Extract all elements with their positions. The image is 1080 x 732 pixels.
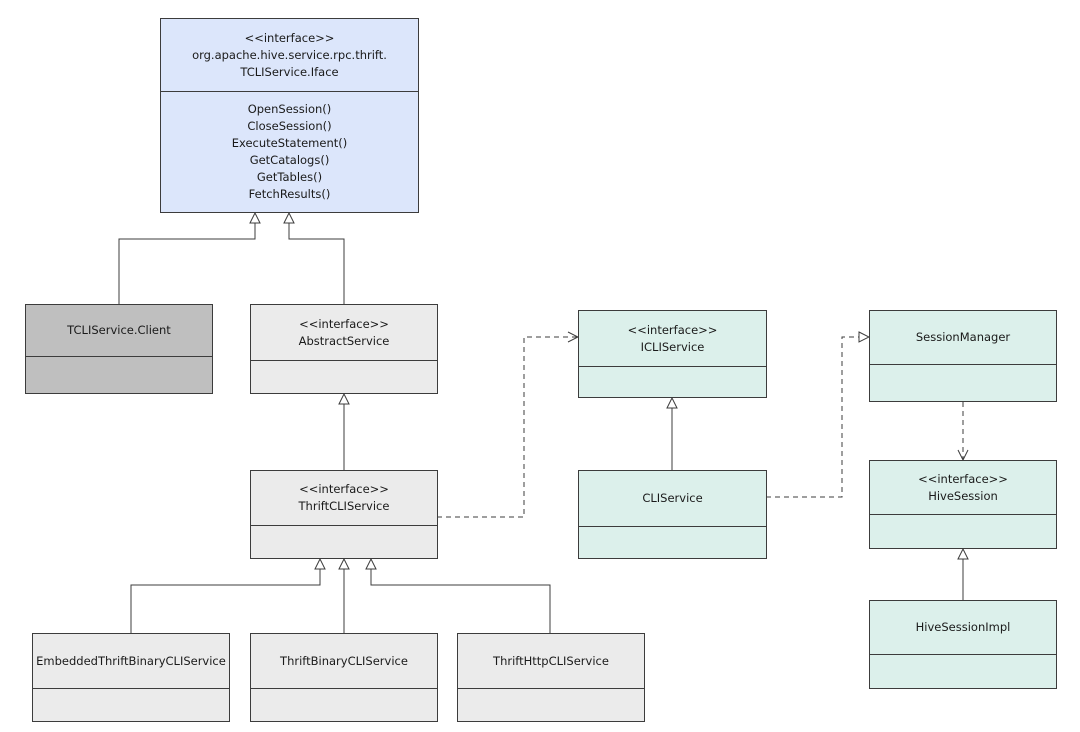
class-hive-session: <<interface>> HiveSession — [869, 460, 1057, 549]
edge-http-to-thrift — [371, 559, 551, 633]
class-body — [33, 689, 229, 721]
class-name-line2: TCLIService.Iface — [240, 64, 339, 79]
class-tcliservice-client: TCLIService.Client — [25, 304, 213, 394]
class-body — [870, 365, 1056, 401]
class-thrift-binary-cli-service: ThriftBinaryCLIService — [250, 633, 438, 722]
class-thrift-cli-service: <<interface>> ThriftCLIService — [250, 470, 438, 559]
class-header: <<interface>> HiveSession — [870, 461, 1056, 515]
class-methods: OpenSession() CloseSession() ExecuteStat… — [161, 92, 418, 212]
stereotype-label: <<interface>> — [244, 30, 335, 45]
class-name: SessionManager — [915, 330, 1011, 344]
edge-embedded-to-thrift — [130, 559, 320, 633]
class-header: <<interface>> ThriftCLIService — [251, 471, 437, 526]
class-body — [251, 361, 437, 393]
class-body — [870, 515, 1056, 548]
edge-cli-depends-session-manager — [766, 337, 869, 498]
class-body — [251, 526, 437, 558]
class-session-manager: SessionManager — [869, 310, 1057, 402]
class-body — [251, 689, 437, 721]
class-name: EmbeddedThriftBinaryCLIService — [36, 653, 226, 668]
method-item: OpenSession() — [247, 102, 332, 116]
class-body — [870, 655, 1056, 688]
class-body — [579, 367, 766, 397]
class-header: <<interface>> org.apache.hive.service.rp… — [161, 19, 418, 92]
class-name-line1: org.apache.hive.service.rpc.thrift. — [192, 47, 387, 62]
class-name: ThriftHttpCLIService — [493, 653, 609, 668]
method-item: CloseSession() — [247, 119, 332, 133]
class-header: ThriftBinaryCLIService — [251, 634, 437, 689]
edge-thrift-depends-icli — [437, 337, 578, 518]
class-name: ThriftCLIService — [298, 499, 390, 513]
class-name: TCLIService.Client — [67, 323, 171, 337]
class-name: HiveSession — [928, 488, 998, 503]
class-header: EmbeddedThriftBinaryCLIService — [33, 634, 229, 689]
class-name: AbstractService — [298, 333, 390, 348]
class-body — [26, 357, 212, 393]
class-cli-service: CLIService — [578, 470, 767, 559]
method-item: GetCatalogs() — [249, 153, 330, 167]
method-item: ExecuteStatement() — [231, 136, 348, 150]
class-name: ICLIService — [640, 339, 705, 354]
class-header: SessionManager — [870, 311, 1056, 365]
class-abstract-service: <<interface>> AbstractService — [250, 304, 438, 394]
class-header: <<interface>> AbstractService — [251, 305, 437, 361]
class-header: HiveSessionImpl — [870, 601, 1056, 655]
class-body — [579, 527, 766, 558]
class-icli-service: <<interface>> ICLIService — [578, 310, 767, 398]
class-embedded-thrift-binary-cli-service: EmbeddedThriftBinaryCLIService — [32, 633, 230, 722]
class-header: TCLIService.Client — [26, 305, 212, 357]
method-item: GetTables() — [256, 170, 323, 184]
class-name: HiveSessionImpl — [915, 620, 1011, 634]
class-header: ThriftHttpCLIService — [458, 634, 644, 689]
class-header: CLIService — [579, 471, 766, 527]
class-body — [458, 689, 644, 721]
class-tcliservice-iface: <<interface>> org.apache.hive.service.rp… — [160, 18, 419, 213]
stereotype-label: <<interface>> — [299, 482, 389, 496]
method-item: FetchResults() — [248, 187, 331, 201]
class-name: ThriftBinaryCLIService — [280, 653, 408, 668]
edge-abstract-to-iface — [289, 213, 345, 304]
stereotype-label: <<interface>> — [627, 322, 718, 337]
edge-client-to-iface — [118, 213, 255, 304]
stereotype-label: <<interface>> — [918, 471, 1008, 486]
class-header: <<interface>> ICLIService — [579, 311, 766, 367]
class-hive-session-impl: HiveSessionImpl — [869, 600, 1057, 689]
stereotype-label: <<interface>> — [299, 316, 389, 331]
class-thrift-http-cli-service: ThriftHttpCLIService — [457, 633, 645, 722]
class-name: CLIService — [642, 491, 703, 505]
